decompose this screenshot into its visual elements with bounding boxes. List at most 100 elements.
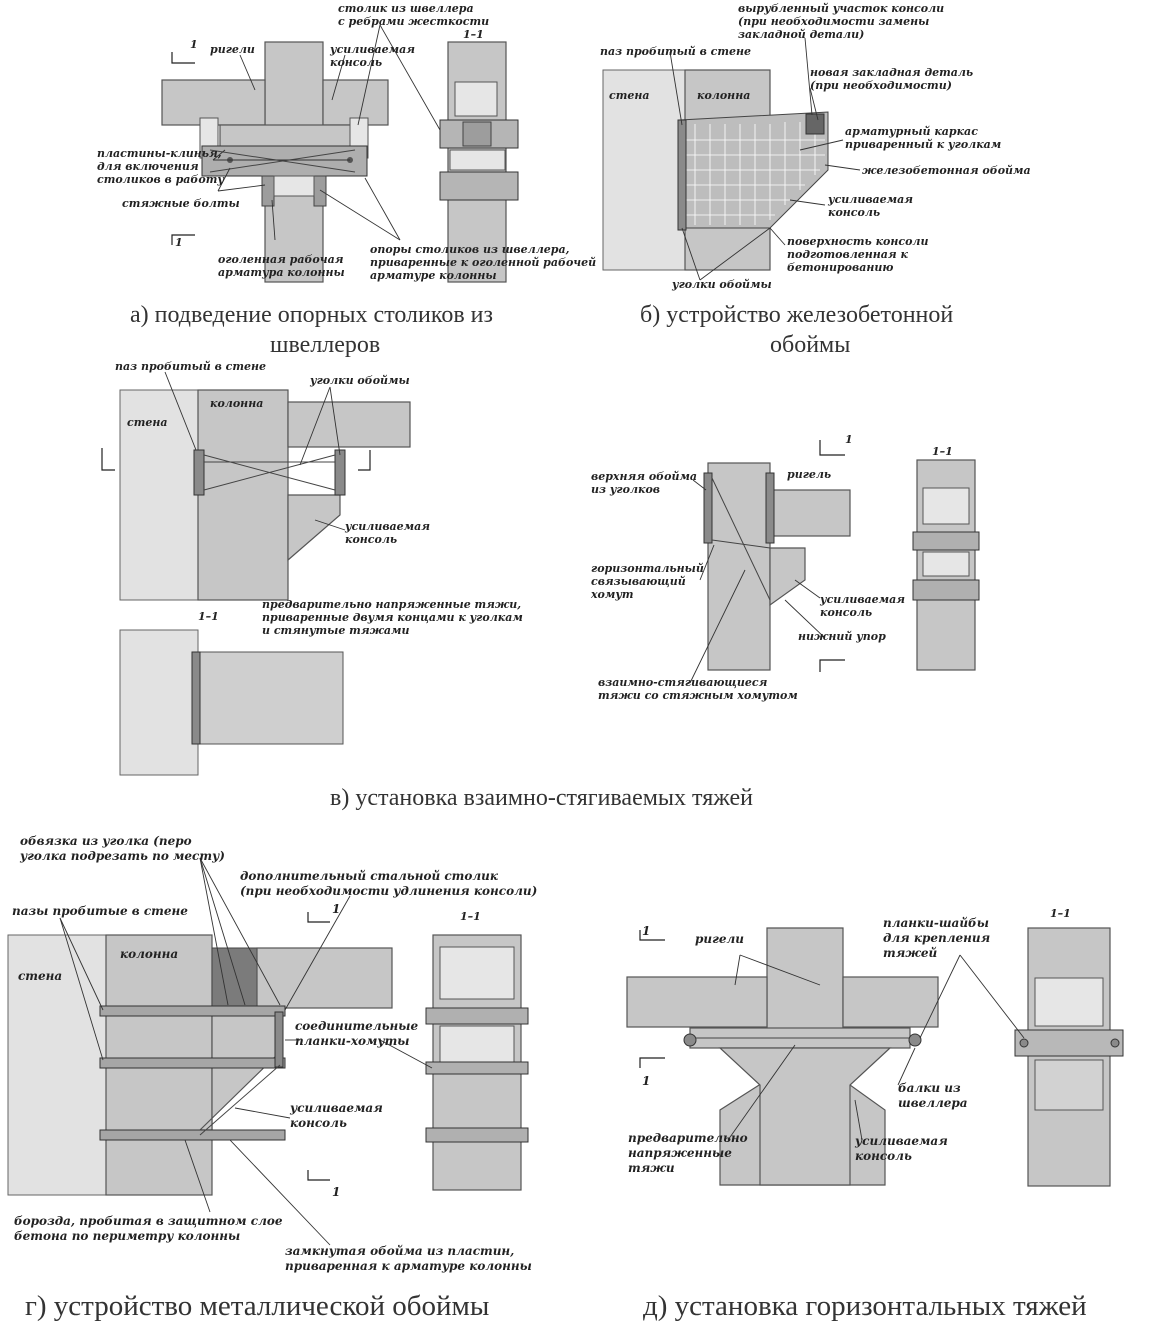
b-label-stena: стена [609,89,649,102]
g-label-zamknutaya-2: приваренная к арматуре колонны [285,1259,532,1273]
g-band-middle [99,1057,286,1069]
v-console [287,494,341,562]
d-label-konsol-1: усиливаемая [854,1134,948,1148]
v-section-mark-left: 1–1 [198,610,219,623]
panel-g: обвязка из уголка (перо уголка подрезать… [7,834,537,1322]
a-label-stolik-1: столик из швеллера [338,2,474,15]
g-label-pazy: пазы пробитые в стене [12,904,188,918]
g-label-borozda-1: борозда, пробитая в защитном слое [14,1214,283,1228]
panel-a: 1 1 ригели усиливаемая консоль столик из… [97,2,596,358]
a-section-support [439,171,519,201]
d-label-tyazhi-1: предварительно [628,1131,748,1145]
g-cut-mark-top [307,912,330,923]
g-band-bottom [99,1129,286,1141]
g-label-obvyazka-2: уголка подрезать по месту) [19,849,225,863]
b-label-poverh-2: подготовленная к [787,248,909,261]
b-angle-left [677,119,687,231]
v-label-konsol-2: консоль [345,533,397,546]
a-label-konsol-1: усиливаемая [329,43,415,56]
g-connector [274,1011,284,1068]
v2-label-vzaimno-1: взаимно-стягивающиеся [598,676,768,689]
b-label-kolonna: колонна [697,89,750,102]
v2-section-mark: 1–1 [932,445,953,458]
b-label-ugolki: уголки обоймы [671,278,772,291]
a-label-armatura-1: оголенная рабочая [218,253,344,266]
a-cut-mark-top [171,52,195,64]
g-section-band-bot [425,1127,529,1143]
g-section-gap [439,1025,515,1063]
v2-console [769,547,806,607]
d-washer-left-icon [683,1033,697,1047]
d-section-column [1027,927,1111,1187]
v-label-ugolki: уголки обоймы [309,374,410,387]
a-exposed-rebar [273,175,315,197]
g-label-stolik-2: (при необходимости удлинения консоли) [240,884,537,898]
d-section-channel [1034,1059,1104,1111]
v-wall [119,389,199,601]
v2-label-konsol-1: усиливаемая [819,593,905,606]
b-caption-1: б) устройство железобетонной [640,302,953,328]
a-label-armatura-2: арматура колонны [218,266,345,279]
v-angle-left [193,449,205,496]
v-cut-mark-left [101,448,115,471]
a-label-opory-3: арматуре колонны [370,269,497,282]
v2-label-upor: нижний упор [798,630,886,643]
v2-label-homut-3: хомут [590,588,634,601]
v2-beam [769,489,851,537]
g-label-planki-1: соединительные [295,1019,418,1033]
v-beam [287,401,411,448]
v-section-console [197,651,344,745]
d-label-balki-1: балки из [898,1081,961,1095]
d-label-planki-2: для крепления [883,931,990,945]
a-label-rigeli: ригели [210,43,255,56]
b-wall [602,69,686,271]
d-beam-left [626,976,768,1028]
g-band-top [99,1005,286,1017]
d-label-tyazhi-3: тяжи [628,1161,675,1175]
b-label-konsol-1: усиливаемая [827,193,913,206]
b-label-karkas-2: приваренный к уголкам [845,138,1001,151]
d-section-plate [1014,1029,1124,1057]
v2-section-beam [922,487,970,525]
v-label-stena: стена [127,416,167,429]
g-label-borozda-2: бетона по периметру колонны [14,1229,240,1243]
d-cut-label-bottom: 1 [642,1074,650,1088]
b-label-oboima: железобетонная обойма [862,164,1031,177]
b-label-vyrub-1: вырубленный участок консоли [738,2,944,15]
a-label-opory-2: приваренные к оголенной рабочей [370,256,596,269]
g-label-kolonna: колонна [120,947,178,961]
d-console [718,1047,892,1186]
g-label-planki-2: планки-хомуты [295,1034,410,1048]
a-cut-label-bottom: 1 [175,236,183,249]
b-label-vyrub-3: закладной детали) [738,28,864,41]
v2-label-vzaimno-2: тяжи со стяжным хомутом [598,689,798,702]
a-label-stolik-2: с ребрами жесткости [338,15,489,28]
v-section-wall [119,629,199,776]
panel-d: 1 1 ригели планки-шайбы для крепления тя… [626,907,1124,1322]
v2-angle-right [765,472,775,544]
a-support-right [313,175,327,207]
v-label-tyazhi-2: приваренные двумя концами к уголкам [262,611,523,624]
v2-cut-mark-bottom [819,659,845,672]
g-wall [7,934,107,1196]
g-cut-mark-bottom [307,1170,330,1181]
g-console [198,1009,283,1131]
v2-label-konsol-2: консоль [820,606,872,619]
d-label-balki-2: швеллера [898,1096,968,1110]
b-label-karkas-1: арматурный каркас [845,125,978,138]
v-caption: в) установка взаимно-стягиваемых тяжей [330,785,753,811]
v-label-kolonna: колонна [210,397,263,410]
d-label-tyazhi-2: напряженные [628,1146,732,1160]
d-label-konsol-2: консоль [855,1149,912,1163]
v2-angle-left [703,472,713,544]
v-label-tyazhi-1: предварительно напряженные тяжи, [262,598,521,611]
b-label-poverh-3: бетонированию [787,261,893,274]
d-cut-label-top: 1 [642,924,650,938]
a-label-opory-1: опоры столиков из швеллера, [370,243,570,256]
v-section-angle [191,651,201,745]
g-label-konsol-2: консоль [290,1116,347,1130]
v2-label-verh-1: верхняя обойма [591,470,697,483]
b-label-poverh-1: поверхность консоли [787,235,928,248]
panel-v: паз пробитый в стене стена колонна уголк… [101,360,980,811]
